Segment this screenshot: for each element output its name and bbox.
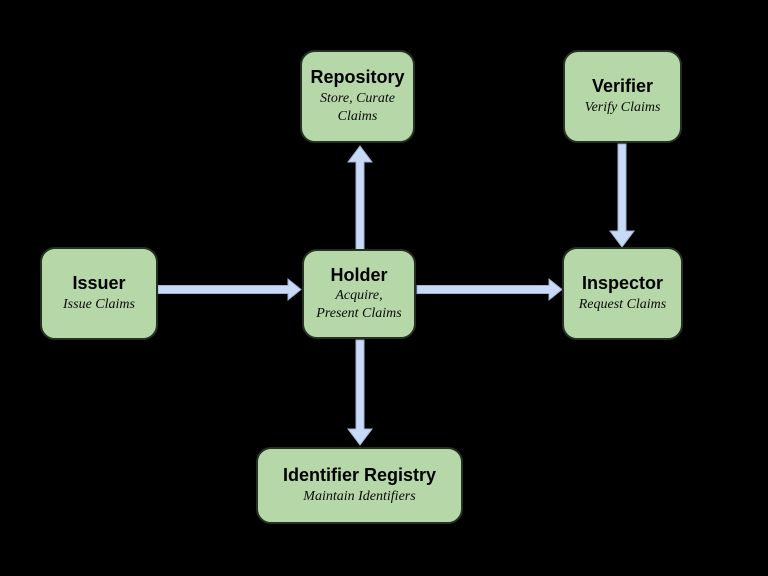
node-repository: Repository Store, Curate Claims <box>300 50 415 143</box>
node-inspector-title: Inspector <box>581 273 664 294</box>
node-holder-subtitle: Acquire, Present Claims <box>316 288 402 322</box>
arrow-holder-to-identifier-registry <box>347 339 373 446</box>
node-verifier-subtitle: Verify Claims <box>584 99 661 115</box>
node-issuer-subtitle: Issue Claims <box>63 296 135 312</box>
node-inspector: Inspector Request Claims <box>562 247 683 340</box>
arrow-issuer-to-holder <box>157 277 302 302</box>
node-issuer-title: Issuer <box>72 273 126 294</box>
node-verifier: Verifier Verify Claims <box>563 50 682 143</box>
node-holder-title: Holder <box>330 264 388 285</box>
arrow-verifier-to-inspector <box>609 143 635 248</box>
node-issuer: Issuer Issue Claims <box>40 247 158 340</box>
node-identifier-registry: Identifier Registry Maintain Identifiers <box>256 447 463 524</box>
node-inspector-subtitle: Request Claims <box>578 296 667 312</box>
node-identifier-registry-subtitle: Maintain Identifiers <box>303 488 416 504</box>
node-identifier-registry-title: Identifier Registry <box>282 465 437 486</box>
arrow-holder-to-inspector <box>416 277 563 302</box>
node-holder: Holder Acquire, Present Claims <box>302 249 416 339</box>
node-repository-title: Repository <box>310 67 405 88</box>
arrow-holder-to-repository <box>347 145 373 251</box>
node-verifier-title: Verifier <box>591 76 654 97</box>
node-repository-subtitle: Store, Curate Claims <box>320 90 395 124</box>
